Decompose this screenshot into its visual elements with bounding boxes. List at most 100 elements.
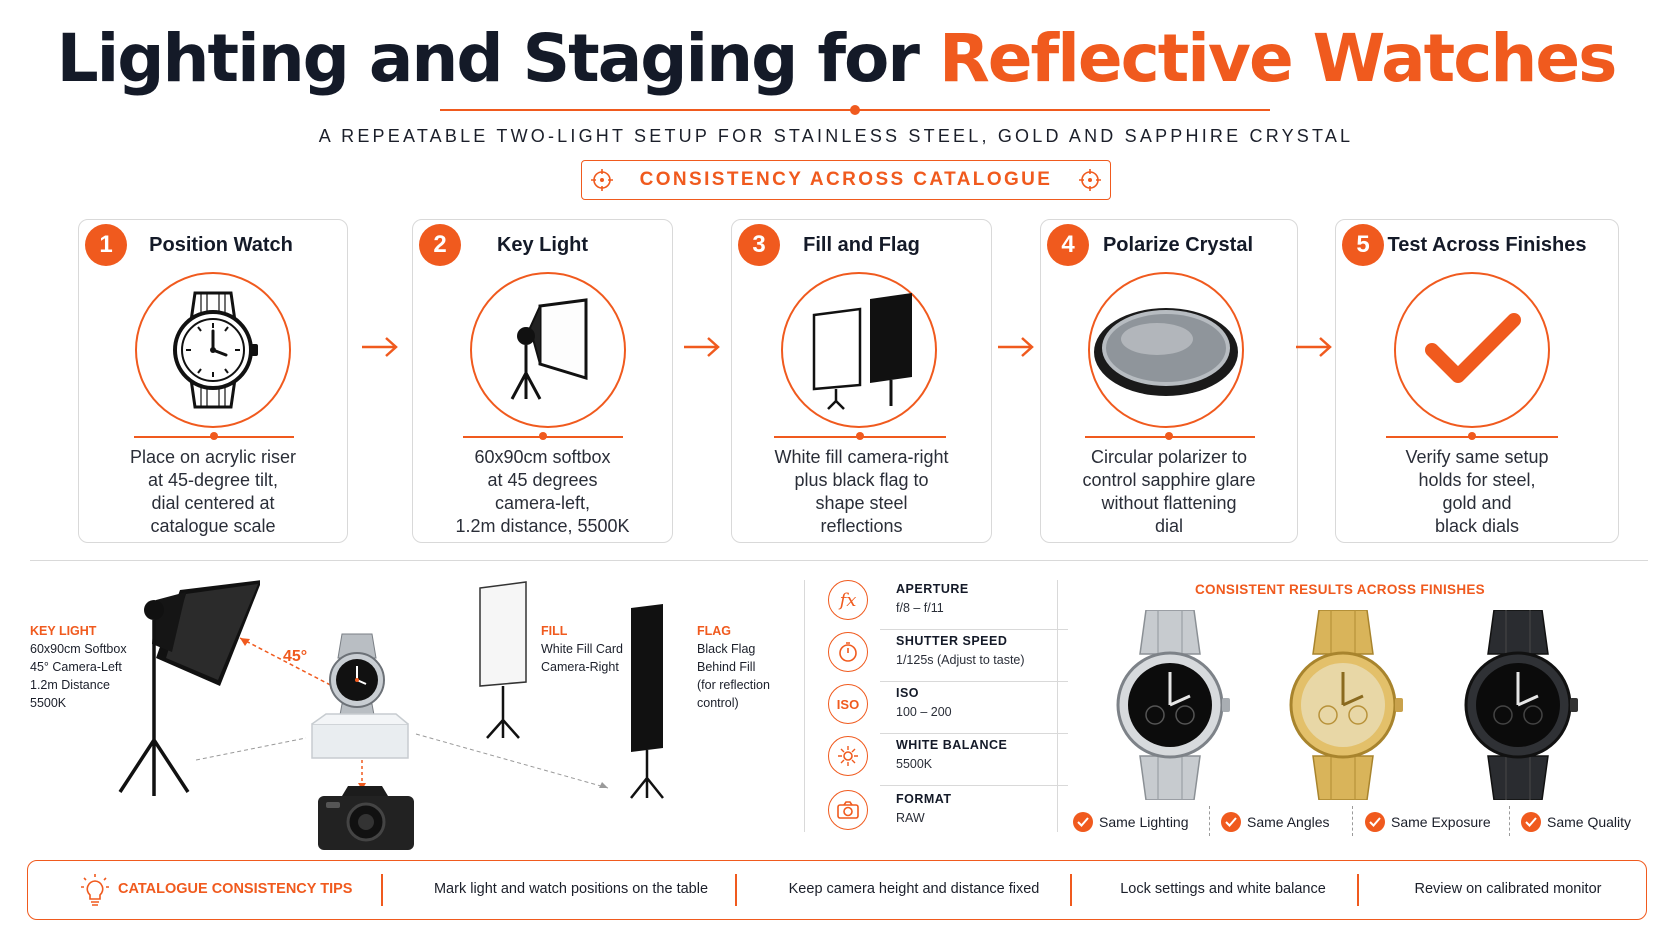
setting-label: ISO: [896, 686, 920, 700]
step-description: 60x90cm softbox at 45 degrees camera-lef…: [423, 446, 662, 538]
setting-format: FORMAT RAW: [828, 784, 1040, 836]
tip-item: Mark light and watch positions on the ta…: [433, 881, 709, 897]
desc-line: control sapphire glare: [1082, 470, 1256, 490]
check-icon: [1221, 812, 1241, 832]
setting-value: 5500K: [896, 757, 933, 771]
desc-line: black dials: [1434, 516, 1520, 536]
title-underline-dot: [850, 105, 860, 115]
setting-aperture: fx APERTURE f/8 – f/11: [828, 574, 1068, 630]
softbox-stand-icon: [118, 580, 260, 796]
setting-value: RAW: [896, 811, 925, 825]
flag-line: (for reflection: [697, 678, 770, 692]
step-card-2: 2 Key Light 60x90cm softbox at 45 degree…: [412, 219, 673, 543]
step-rule-dot: [1468, 432, 1476, 440]
fill-line: Camera-Right: [541, 660, 619, 674]
step-description: Circular polarizer to control sapphire g…: [1051, 446, 1287, 538]
key-light-heading: KEY LIGHT: [30, 624, 97, 638]
check-same-quality: Same Quality: [1521, 812, 1631, 832]
desc-line: Circular polarizer to: [1090, 447, 1248, 467]
step-title: Key Light: [496, 234, 589, 256]
step-number: 2: [419, 224, 461, 266]
check-label: Same Angles: [1247, 814, 1330, 830]
camera-icon: [828, 790, 868, 830]
setting-label: FORMAT: [896, 792, 952, 806]
target-icon: [590, 169, 613, 191]
step-illustration: [1394, 272, 1550, 428]
flag-line: Behind Fill: [697, 660, 756, 674]
setting-value: 100 – 200: [896, 705, 952, 719]
step-number: 4: [1047, 224, 1089, 266]
subtitle: A REPEATABLE TWO-LIGHT SETUP FOR STAINLE…: [318, 126, 1354, 146]
key-light-line: 45° Camera-Left: [30, 660, 122, 674]
desc-line: at 45-degree tilt,: [147, 470, 279, 490]
step-card-4: 4 Polarize Crystal Circular polarizer to…: [1040, 219, 1298, 543]
desc-line: shape steel: [815, 493, 908, 513]
setting-label: SHUTTER SPEED: [896, 634, 1008, 648]
fill-heading: FILL: [541, 624, 568, 638]
key-light-line: 5500K: [30, 696, 67, 710]
column-divider: [1057, 580, 1058, 832]
setting-white-balance: WHITE BALANCE 5500K: [828, 730, 1068, 786]
desc-line: camera-left,: [494, 493, 591, 513]
step-card-3: 3 Fill and Flag White fill camera-right …: [731, 219, 992, 543]
tips-divider: [735, 874, 737, 906]
tips-divider: [381, 874, 383, 906]
black-flag-icon: [630, 604, 664, 799]
step-number: 1: [85, 224, 127, 266]
check-label: Same Lighting: [1099, 814, 1189, 830]
fill-line: White Fill Card: [541, 642, 623, 656]
step-title: Test Across Finishes: [1387, 234, 1587, 256]
tips-title: CATALOGUE CONSISTENCY TIPS: [118, 881, 353, 897]
softbox-icon: [510, 298, 588, 400]
desc-line: dial centered at: [151, 493, 275, 513]
check-divider: [1509, 806, 1510, 836]
watch-on-riser-icon: [311, 633, 409, 759]
white-balance-icon: [828, 736, 868, 776]
step-rule-dot: [856, 432, 864, 440]
iso-icon: ISO: [828, 684, 868, 724]
setting-rule: [880, 681, 1068, 682]
tips-bar: CATALOGUE CONSISTENCY TIPS Mark light an…: [27, 860, 1647, 920]
flag-line: Black Flag: [697, 642, 756, 656]
check-divider: [1209, 806, 1210, 836]
check-same-lighting: Same Lighting: [1073, 812, 1189, 832]
black-watch-image: [1464, 610, 1578, 800]
fill-label: FILL White Fill Card Camera-Right: [541, 624, 623, 676]
results-title: CONSISTENT RESULTS ACROSS FINISHES: [1195, 582, 1485, 597]
step-number: 3: [738, 224, 780, 266]
checkmark-icon: [1425, 313, 1521, 383]
desc-line: gold and: [1442, 493, 1512, 513]
flag-label: FLAG Black Flag Behind Fill (for reflect…: [697, 624, 770, 712]
target-icon: [1079, 169, 1102, 191]
arrow-right-icon: [998, 337, 1034, 357]
tips-divider: [1357, 874, 1359, 906]
title-dark: Lighting and Staging for: [56, 20, 939, 97]
check-label: Same Quality: [1547, 814, 1632, 830]
title-accent: Reflective Watches: [938, 20, 1617, 97]
fx-icon: fx: [828, 580, 868, 620]
desc-line: dial: [1154, 516, 1184, 536]
check-same-exposure: Same Exposure: [1365, 812, 1491, 832]
section-divider: [30, 560, 1648, 561]
desc-line: catalogue scale: [150, 516, 276, 536]
setting-rule: [880, 785, 1068, 786]
step-description: White fill camera-right plus black flag …: [742, 446, 981, 538]
check-icon: [1365, 812, 1385, 832]
step-card-5: 5 Test Across Finishes Verify same setup…: [1335, 219, 1619, 543]
tip-item: Lock settings and white balance: [1120, 881, 1326, 897]
arrow-right-icon: [1296, 337, 1332, 357]
desc-line: 60x90cm softbox: [474, 447, 611, 467]
step-title: Fill and Flag: [803, 234, 920, 256]
fill-flag-icon: [812, 293, 912, 410]
step-title: Position Watch: [149, 234, 293, 256]
step-illustration: [470, 272, 626, 428]
desc-line: at 45 degrees: [487, 470, 598, 490]
steel-watch-image: [1116, 610, 1230, 800]
setting-label: WHITE BALANCE: [896, 738, 1008, 752]
setting-rule: [880, 733, 1068, 734]
step-title: Polarize Crystal: [1102, 234, 1254, 256]
check-label: Same Exposure: [1391, 814, 1491, 830]
page-title: Lighting and Staging for Reflective Watc…: [0, 20, 1672, 97]
tip-item: Review on calibrated monitor: [1414, 881, 1602, 897]
check-divider: [1352, 806, 1353, 836]
